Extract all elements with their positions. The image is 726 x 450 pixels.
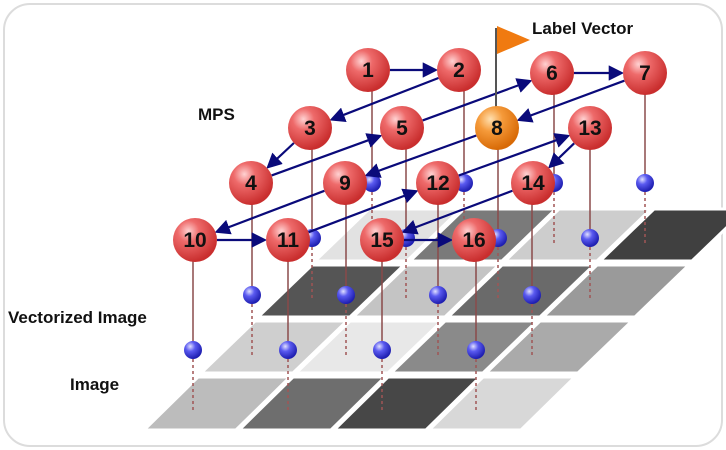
- label-node: 8: [475, 106, 519, 150]
- image-tile: [292, 319, 446, 375]
- node-number: 16: [462, 229, 485, 252]
- chain-arrow: [271, 133, 383, 177]
- pixel-ball: [279, 341, 297, 359]
- tensor-node: 2: [437, 48, 481, 92]
- tensor-node: 6: [530, 51, 574, 95]
- chain-arrow: [401, 189, 513, 235]
- pixel-ball: [337, 286, 355, 304]
- tensor-node: 15: [360, 218, 404, 262]
- pixel-ball: [363, 174, 381, 192]
- tensor-node: 14: [511, 161, 555, 205]
- flag-icon: [495, 26, 530, 112]
- image-label: Image: [70, 375, 119, 394]
- tensor-node: 12: [416, 161, 460, 205]
- node-number: 8: [491, 117, 503, 140]
- node-number: 4: [245, 172, 257, 195]
- pixel-ball: [636, 174, 654, 192]
- vectorized-image-label: Vectorized Image: [8, 308, 147, 327]
- tensor-node: 16: [452, 218, 496, 262]
- tensor-node: 4: [229, 161, 273, 205]
- image-tile: [254, 263, 408, 319]
- tensor-node: 11: [266, 218, 310, 262]
- node-number: 15: [370, 229, 394, 252]
- node-number: 3: [304, 117, 316, 140]
- node-number: 12: [426, 172, 449, 195]
- image-tile: [387, 319, 541, 375]
- image-tile: [501, 207, 655, 263]
- image-tile: [539, 263, 693, 319]
- image-tile: [596, 207, 726, 263]
- image-tile: [140, 375, 294, 432]
- tensor-node: 3: [288, 106, 332, 150]
- chain-arrow: [516, 79, 625, 123]
- stems: [192, 90, 646, 410]
- tensor-node: 9: [323, 161, 367, 205]
- pixel-ball: [373, 341, 391, 359]
- chain-arrow: [329, 76, 439, 123]
- node-number: 5: [396, 117, 408, 140]
- image-tile: [330, 375, 484, 432]
- node-number: 9: [339, 172, 351, 195]
- chain-arrow: [266, 142, 295, 169]
- pixel-ball: [523, 286, 541, 304]
- pixel-ball: [243, 286, 261, 304]
- image-tile: [425, 375, 579, 432]
- image-tile: [235, 375, 389, 432]
- node-number: 13: [578, 117, 601, 140]
- tensor-node: 7: [623, 51, 667, 95]
- mps-chain: [214, 62, 625, 248]
- pixel-ball: [581, 229, 599, 247]
- image-tiles: [140, 207, 726, 432]
- chain-arrow: [308, 188, 419, 234]
- pixel-ball: [429, 286, 447, 304]
- tensor-node: 5: [380, 106, 424, 150]
- tensor-node: 13: [568, 106, 612, 150]
- node-number: 1: [362, 59, 374, 82]
- node-number: 6: [546, 62, 558, 85]
- label-vector-label: Label Vector: [532, 19, 633, 38]
- pixel-ball: [467, 341, 485, 359]
- image-tile: [444, 263, 598, 319]
- chain-arrow: [364, 134, 477, 178]
- image-tile: [349, 263, 503, 319]
- chain-arrow: [422, 78, 533, 122]
- chain-arrow: [214, 189, 325, 235]
- chain-arrow: [548, 142, 575, 169]
- tensor-node: 10: [173, 218, 217, 262]
- image-tile: [482, 319, 636, 375]
- node-number: 11: [277, 229, 300, 252]
- tensor-node: 1: [346, 48, 390, 92]
- node-number: 10: [183, 229, 206, 252]
- node-number: 7: [639, 62, 651, 85]
- node-number: 2: [453, 59, 465, 82]
- image-tile: [197, 319, 351, 375]
- node-number: 14: [521, 172, 545, 195]
- chain-arrow: [458, 133, 571, 177]
- pixel-ball: [184, 341, 202, 359]
- mps-label: MPS: [198, 105, 235, 124]
